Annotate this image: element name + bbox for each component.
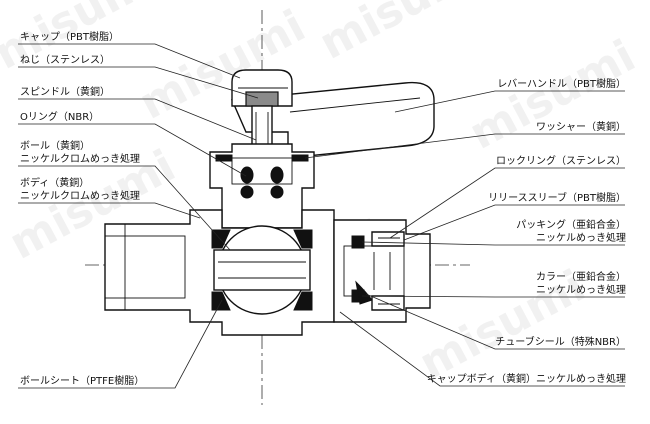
label-lever: レバーハンドル（PBT樹脂） [497,77,626,90]
label-body-line1: ボディ（黄銅） [20,176,89,189]
screw-head-shape [245,91,279,107]
label-oring: Oリング（NBR） [20,110,99,123]
label-ball-line1: ボール（黄銅） [20,139,90,152]
label-collar-line1: カラー（亜鉛合金） [536,270,626,283]
label-tube-seal: チューブシール（特殊NBR） [495,335,626,348]
bonnet-inner [231,157,293,185]
leader-oring [18,123,247,177]
left-labels: キャップ（PBT樹脂） ねじ（ステンレス） スピンドル（黄銅） Oリング（NBR… [20,30,144,387]
leader-washer [304,133,625,159]
body-port-bore [104,235,186,299]
ball-seat-shape [293,229,313,249]
watermark-text: misumi [461,30,643,159]
label-packing-line2: ニッケルめっき処理 [536,231,626,244]
leader-ball [18,165,231,251]
ball-seat-shape [293,291,313,311]
washer-shape [215,154,233,162]
label-ball-seat: ボールシート（PTFE樹脂） [20,374,144,387]
leader-cap [18,43,241,79]
label-collar-line2: ニッケルめっき処理 [536,283,626,296]
o-ring-shape [240,166,254,184]
label-ball-line2: ニッケルクロムめっき処理 [20,152,140,165]
leader-lines [18,43,625,389]
leader-spindle [18,98,257,141]
watermark-text: misumi [311,0,493,70]
ball-seat-shape [211,291,231,311]
leader-collar [361,295,625,298]
o-ring-shape [270,185,284,199]
label-lock-ring: ロックリング（ステンレス） [496,154,626,167]
leader-lock-ring [389,167,625,239]
label-packing-line1: パッキング（亜鉛合金） [516,218,626,231]
label-body-line2: ニッケルクロムめっき処理 [20,189,140,202]
o-ring-shape [240,185,254,199]
label-release-sleeve: リリーススリーブ（PBT樹脂） [488,191,626,204]
packing-shape [351,235,365,249]
leader-cap-body [339,311,625,387]
ball-bore [213,249,311,291]
leader-tube-seal [365,293,625,350]
label-washer: ワッシャー（黄銅） [536,120,626,133]
label-cap-body: キャップボディ（黄銅）ニッケルめっき処理 [427,372,626,385]
leader-screw [18,66,259,99]
valve-drawing [104,69,435,336]
leader-ball-seat [18,299,223,389]
o-ring-shape [270,166,284,184]
release-sleeve-shape [371,231,405,247]
leader-lever [394,90,625,113]
right-labels: レバーハンドル（PBT樹脂） ワッシャー（黄銅） ロックリング（ステンレス） リ… [427,77,626,385]
lever-handle-edge [289,97,421,113]
label-cap: キャップ（PBT樹脂） [20,30,119,43]
leader-release-sleeve [403,204,625,241]
label-screw: ねじ（ステンレス） [20,54,110,66]
label-spindle: スピンドル（黄銅） [20,85,110,98]
bonnet-shape [209,143,315,229]
leader-body [18,202,201,219]
leader-packing [361,241,625,246]
